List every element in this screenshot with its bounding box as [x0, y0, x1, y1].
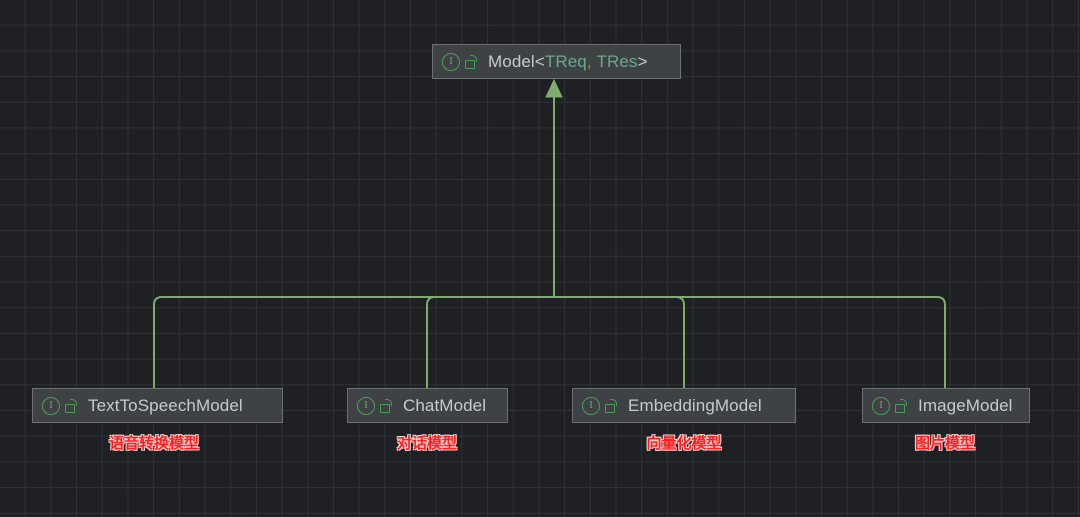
annotation-imagemodel: 图片模型	[914, 435, 976, 452]
annotation-chatmodel: 对话模型	[396, 435, 458, 452]
unlocked-padlock-icon	[380, 398, 392, 413]
interface-icon	[872, 396, 890, 415]
connector-drop-texttospeechmodel	[153, 296, 163, 388]
generic-close-bracket: >	[637, 51, 648, 71]
class-node-label: Model<TReq, TRes>	[488, 52, 648, 72]
unlocked-padlock-icon	[895, 398, 907, 413]
type-param-treq: TReq	[544, 51, 587, 71]
annotation-texttospeechmodel: 语音转换模型	[108, 435, 200, 452]
inheritance-arrowhead	[545, 78, 563, 98]
class-node-label: EmbeddingModel	[628, 395, 762, 415]
class-node-chatmodel[interactable]: ChatModel	[347, 388, 508, 423]
class-node-model[interactable]: Model<TReq, TRes>	[432, 44, 681, 79]
class-node-label: ImageModel	[918, 395, 1013, 415]
class-node-label: TextToSpeechModel	[88, 395, 243, 415]
generic-open-bracket: <	[534, 51, 545, 71]
class-node-texttospeechmodel[interactable]: TextToSpeechModel	[32, 388, 283, 423]
class-node-embeddingmodel[interactable]: EmbeddingModel	[572, 388, 796, 423]
generic-comma: ,	[586, 51, 592, 71]
class-node-imagemodel[interactable]: ImageModel	[862, 388, 1030, 423]
connector-drop-chatmodel	[426, 296, 436, 388]
annotation-embeddingmodel: 向量化模型	[646, 435, 722, 452]
connector-drop-embeddingmodel	[675, 296, 685, 388]
class-node-label: ChatModel	[403, 395, 487, 415]
interface-icon	[42, 396, 60, 415]
unlocked-padlock-icon	[465, 54, 477, 69]
unlocked-padlock-icon	[605, 398, 617, 413]
type-param-tres-text: TRes	[596, 51, 638, 71]
unlocked-padlock-icon	[65, 398, 77, 413]
class-name-text: Model	[488, 51, 535, 71]
interface-icon	[442, 52, 460, 71]
connector-drop-imagemodel	[936, 296, 946, 388]
interface-icon	[357, 396, 375, 415]
interface-icon	[582, 396, 600, 415]
